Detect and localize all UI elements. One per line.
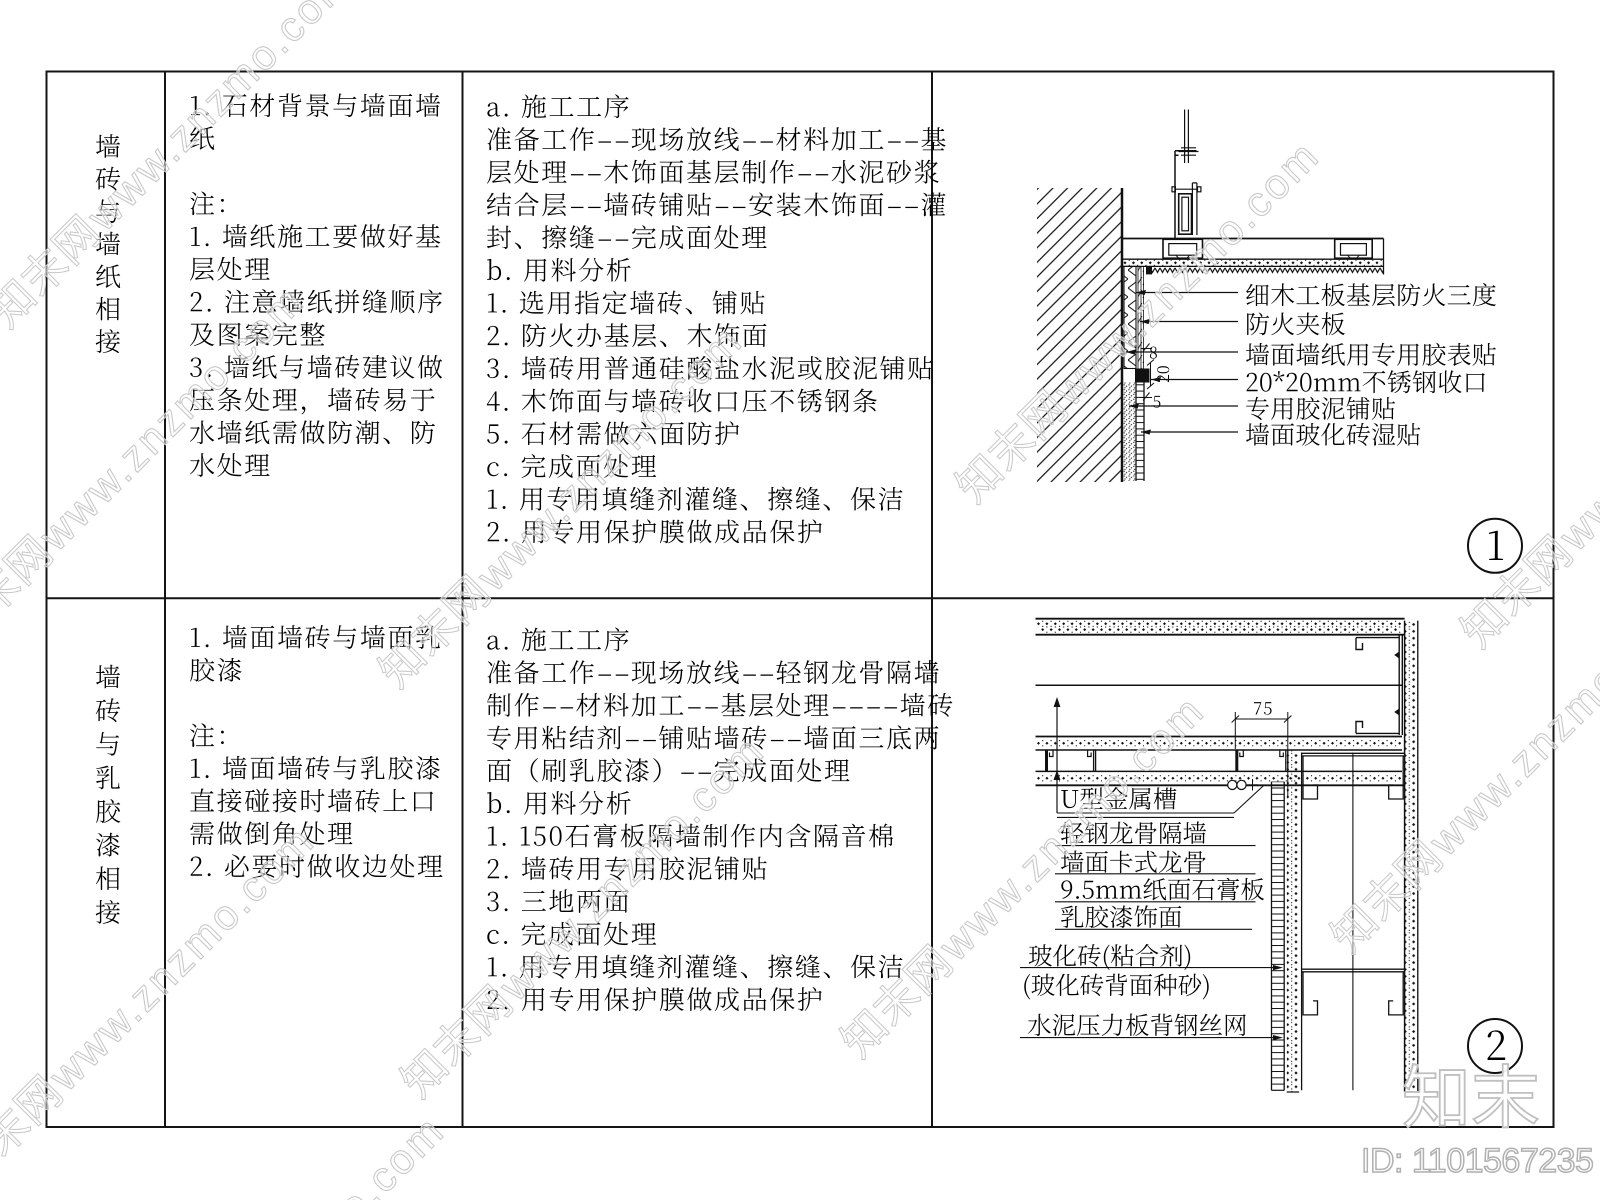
svg-text:www.znzmo.com: www.znzmo.com <box>39 816 323 1100</box>
svg-text:www.znzmo.com: www.znzmo.com <box>29 276 313 560</box>
svg-text:www.znzmo.com: www.znzmo.com <box>467 316 751 600</box>
svg-text:ID: 1101567235: ID: 1101567235 <box>1361 1142 1593 1180</box>
svg-text:www.znzmo.com: www.znzmo.com <box>77 0 361 240</box>
svg-text:www.znzmo.com: www.znzmo.com <box>169 1106 453 1200</box>
svg-text:www.znzmo.com: www.znzmo.com <box>1549 276 1600 560</box>
svg-text:www.znzmo.com: www.znzmo.com <box>929 686 1213 970</box>
